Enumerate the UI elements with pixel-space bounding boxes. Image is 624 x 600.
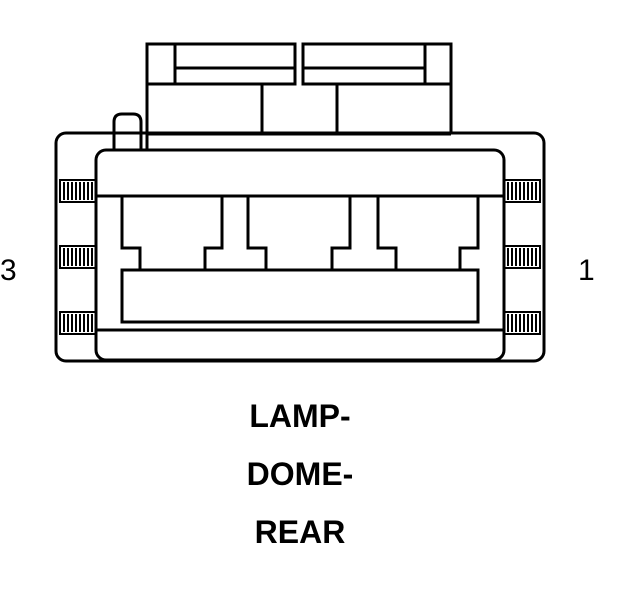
pin-label-right: 1 [578,254,595,287]
caption-line-3: REAR [254,514,346,550]
caption-line-2: DOME- [246,456,354,492]
caption-line-1: LAMP- [249,398,351,434]
lock-tab [112,112,143,150]
terminal-cavities [120,196,480,324]
left-grip [59,179,97,335]
pin-label-left: 3 [0,254,17,287]
right-grip [503,179,541,335]
